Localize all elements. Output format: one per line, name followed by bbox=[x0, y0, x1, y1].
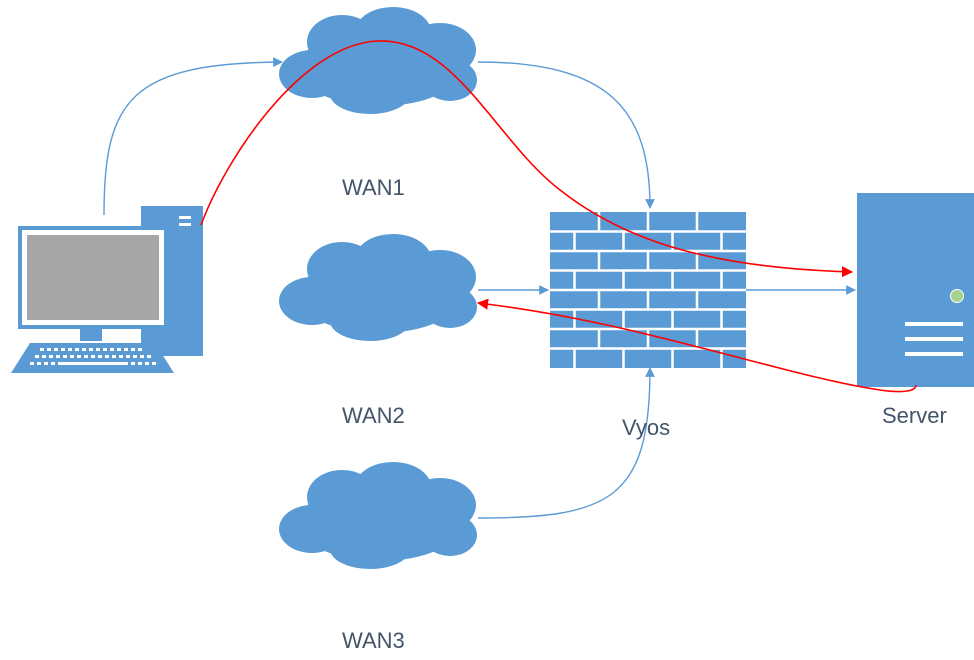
wan1-label: WAN1 bbox=[342, 175, 405, 200]
link-wan3-to-vyos bbox=[477, 367, 655, 519]
server-led bbox=[950, 289, 964, 303]
server-label: Server bbox=[882, 403, 947, 428]
red-path-return bbox=[476, 298, 917, 393]
desktop-computer-icon bbox=[11, 206, 203, 373]
monitor-screen bbox=[27, 235, 159, 320]
wan3-cloud-icon bbox=[279, 462, 477, 569]
red-path-outbound bbox=[200, 40, 854, 278]
firewall-brick-wall-icon bbox=[550, 212, 746, 368]
monitor-stand bbox=[80, 329, 102, 341]
server-tower-icon bbox=[857, 193, 974, 387]
wan1-cloud-icon bbox=[279, 7, 477, 114]
connection-lines bbox=[103, 57, 856, 519]
wan2-cloud-icon bbox=[279, 234, 477, 341]
link-client-to-wan1 bbox=[103, 57, 283, 216]
link-wan1-to-vyos bbox=[477, 61, 655, 209]
vyos-label: Vyos bbox=[622, 415, 671, 440]
wan3-label: WAN3 bbox=[342, 628, 405, 653]
wan2-label: WAN2 bbox=[342, 403, 405, 428]
red-traffic-paths bbox=[200, 40, 917, 393]
